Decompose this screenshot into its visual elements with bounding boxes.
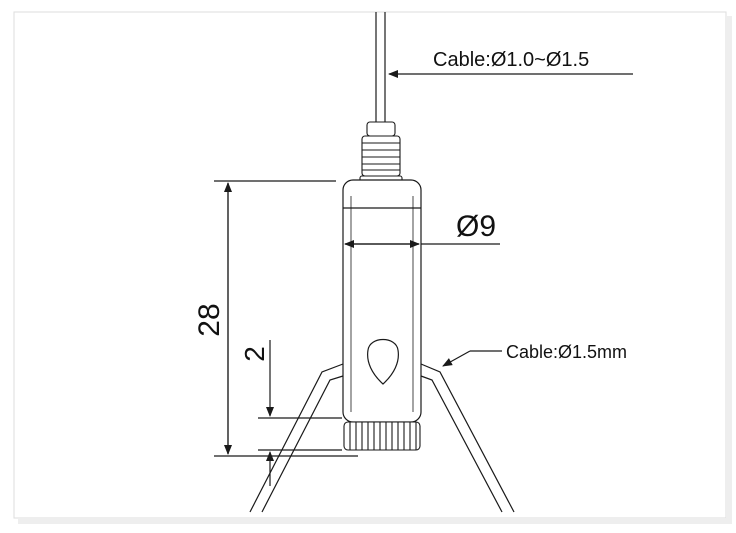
diameter-label: Ø9 [456,210,497,243]
side-cable-right [420,363,515,513]
main-body [342,179,422,423]
thread-dimension [258,340,342,486]
knurled-cap-bottom [343,421,421,451]
page-shadow-right [726,16,732,520]
top-cable-label: Cable:Ø1.0~Ø1.5 [433,49,590,71]
thread-label: 2 [239,346,270,362]
knurled-nut-top [359,121,403,185]
top-cable [375,12,386,122]
length-label: 28 [193,303,226,337]
teardrop-hole [367,338,399,385]
page-shadow-bottom [18,518,732,524]
side-cable-left [249,363,344,513]
side-cable-label: Cable:Ø1.5mm [506,342,628,362]
length-dimension [214,180,358,457]
side-cable-leader [442,350,502,367]
